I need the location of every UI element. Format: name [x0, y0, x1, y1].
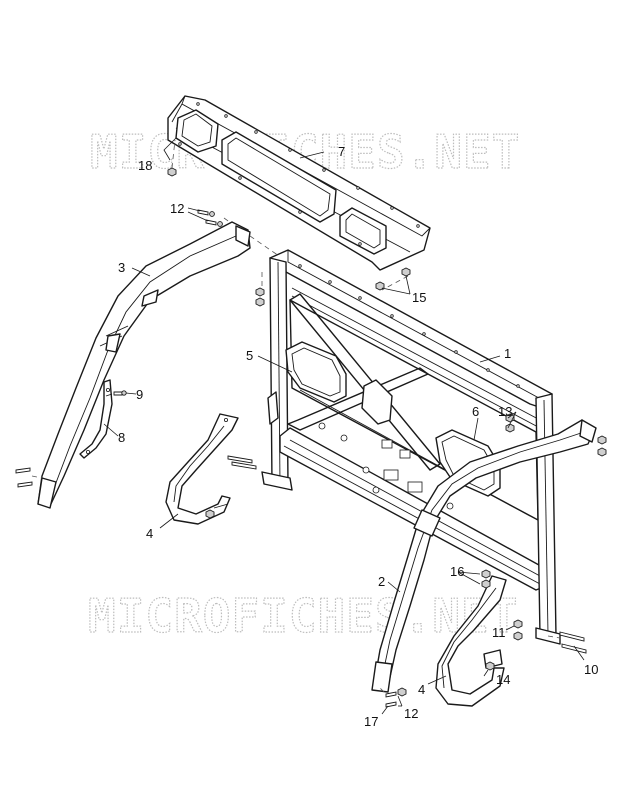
callout-11: 11 [492, 625, 506, 640]
callout-10: 10 [584, 662, 598, 677]
part-8-bracket[interactable] [79, 379, 113, 459]
callout-4-right: 4 [418, 682, 425, 697]
part-5-left-pad[interactable] [267, 341, 393, 425]
fastener-right-top[interactable] [597, 435, 607, 457]
fastener-10[interactable] [547, 631, 587, 654]
callout-1: 1 [504, 346, 511, 361]
callout-3: 3 [118, 260, 125, 275]
callout-14: 14 [496, 672, 510, 687]
callout-13: 13 [498, 404, 512, 419]
callout-17: 17 [364, 714, 378, 729]
fastener-4-bolts[interactable] [205, 455, 257, 519]
part-7-top-panel[interactable] [167, 95, 431, 271]
callout-8: 8 [118, 430, 125, 445]
watermark-bottom: MICROFICHES.NET [88, 589, 518, 643]
fastener-18[interactable] [167, 139, 177, 177]
callout-7: 7 [338, 144, 345, 159]
callout-4-left: 4 [146, 526, 153, 541]
part-2-right-tube[interactable] [371, 419, 597, 693]
leader-lines [103, 137, 585, 715]
callout-12-top: 12 [170, 201, 184, 216]
callout-12-bottom: 12 [404, 706, 418, 721]
callout-6: 6 [472, 404, 479, 419]
callout-9: 9 [136, 387, 143, 402]
callout-5: 5 [246, 348, 253, 363]
part-3-left-tube[interactable] [37, 221, 251, 509]
fastener-15[interactable] [375, 267, 411, 291]
fastener-9[interactable] [113, 390, 127, 396]
callouts: 1 2 3 4 4 5 6 7 8 9 10 11 12 12 13 14 15… [118, 144, 598, 729]
fastener-17-12-bottom[interactable] [379, 687, 407, 708]
callout-18: 18 [138, 158, 152, 173]
part-1-main-frame[interactable] [261, 249, 561, 645]
fastener-12-top[interactable] [197, 209, 239, 229]
callout-2: 2 [378, 574, 385, 589]
fastener-bolts-left[interactable] [15, 467, 43, 488]
fastener-11[interactable] [513, 619, 523, 641]
fastener-16[interactable] [481, 569, 491, 589]
fastener-14[interactable] [485, 661, 495, 671]
part-4-left-handle[interactable] [165, 413, 239, 525]
callout-15: 15 [412, 290, 426, 305]
fastener-frame-top-left[interactable] [255, 287, 265, 307]
callout-16: 16 [450, 564, 464, 579]
